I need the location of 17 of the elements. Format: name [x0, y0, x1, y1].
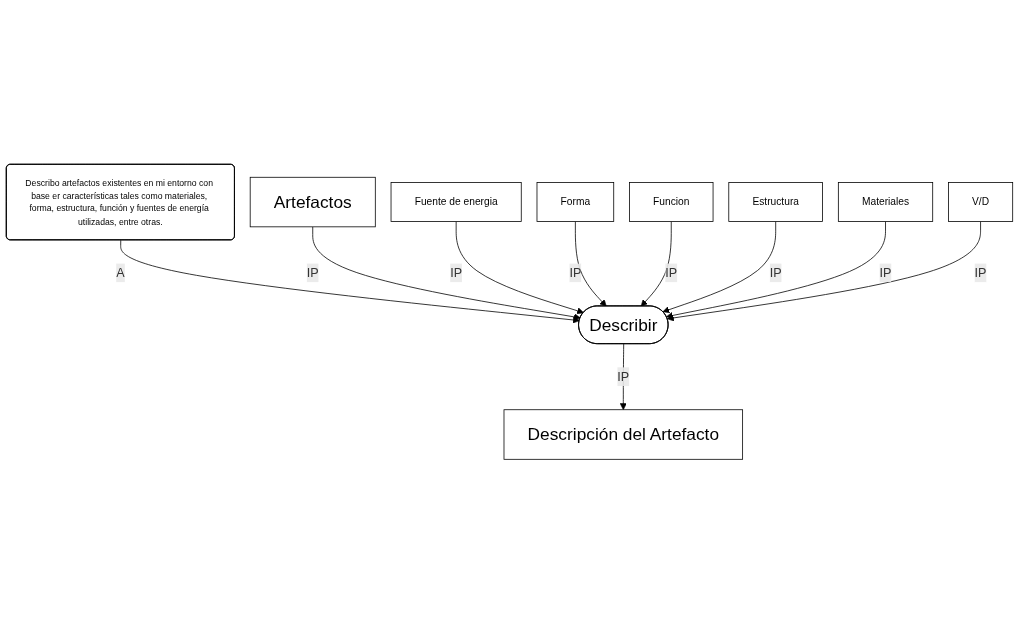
node-box: Forma: [536, 181, 615, 222]
node-box: Artefactos: [249, 176, 376, 227]
edge-label: IP: [306, 265, 319, 279]
node-box: Funcion: [629, 181, 714, 222]
edge-label: IP: [617, 369, 630, 383]
node-box: Materiales: [837, 181, 934, 222]
edge-label: IP: [450, 265, 463, 279]
node-box: Estructura: [728, 181, 823, 222]
node-box: Fuente de energia: [390, 181, 522, 222]
edge-label: IP: [974, 265, 987, 279]
node-box: V/D: [948, 181, 1014, 222]
node-box: Descripción del Artefacto: [503, 409, 744, 460]
edge-label: IP: [569, 265, 582, 279]
edge-label: IP: [879, 265, 892, 279]
edge-label: IP: [665, 265, 678, 279]
edge-label: A: [116, 265, 125, 279]
edge-label: IP: [769, 265, 782, 279]
